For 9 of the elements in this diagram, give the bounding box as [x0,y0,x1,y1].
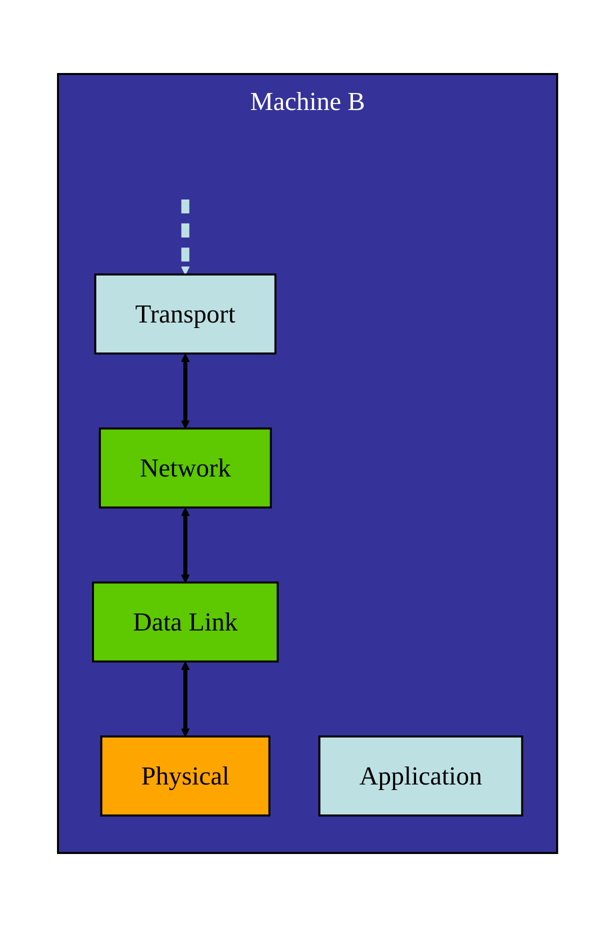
arrow [180,661,190,736]
arrow [180,353,190,428]
node-box: Transport [94,273,276,354]
node-box: Application [318,734,524,816]
arrow [180,199,190,274]
node-box: Network [98,427,272,508]
node-box: Physical [100,734,270,816]
node-box: Data Link [92,581,279,662]
arrow [180,507,190,582]
